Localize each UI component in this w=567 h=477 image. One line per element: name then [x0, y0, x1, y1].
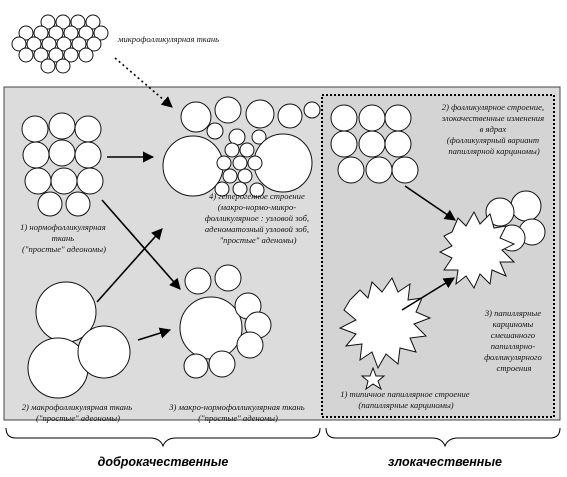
heterogeneous-cluster: [162, 96, 321, 198]
micro-follicle: [48, 47, 64, 63]
micro-follicle: [33, 25, 49, 41]
hetero-follicle: [232, 181, 248, 197]
normo-follicle: [50, 167, 78, 195]
normo-follicle: [48, 139, 76, 167]
heterogeneous-label: 4) гетерогенное строение (макро-нормо-ми…: [205, 191, 311, 245]
micro-follicle: [26, 36, 42, 52]
hetero-follicle: [249, 182, 265, 198]
mixed-follicle: [510, 190, 542, 222]
micro-follicle: [48, 25, 64, 41]
papillary-star: [360, 366, 386, 391]
malignant-follicle: [365, 156, 393, 184]
micro-follicle: [63, 25, 79, 41]
macronormo-follicle: [236, 331, 264, 359]
hetero-follicle: [232, 155, 248, 171]
macronormo-follicle: [214, 264, 242, 292]
normo-follicle: [48, 112, 76, 140]
hetero-follicle: [214, 96, 242, 124]
micro-follicle: [40, 14, 56, 30]
macro-normofollicular-cluster: [179, 264, 272, 379]
normo-follicle: [24, 167, 52, 195]
macro-follicle: [77, 325, 131, 379]
normo-follicle: [74, 141, 102, 169]
normofollicular-cluster: [21, 112, 104, 217]
hetero-follicle: [253, 133, 313, 193]
arrow-follicular-to-papillary: [404, 185, 456, 221]
macronormo-follicle: [184, 267, 212, 295]
normo-follicle: [22, 141, 50, 169]
malignant-follicle: [330, 104, 358, 132]
hetero-follicle: [214, 181, 230, 197]
benign-brace: [5, 427, 321, 448]
hetero-follicle: [303, 101, 321, 119]
micro-follicle: [33, 47, 49, 63]
hetero-follicle: [237, 168, 253, 184]
microfollicular-cluster: [11, 14, 109, 74]
papillary-structure-typical: [338, 276, 432, 370]
malignant-follicle: [337, 156, 365, 184]
follicular-malignant-label: 2) фолликулярное строение, злокачественн…: [441, 102, 546, 156]
hetero-follicle: [239, 142, 255, 158]
mixed-follicle: [485, 197, 515, 227]
micro-follicle: [63, 47, 79, 63]
micro-follicle: [41, 36, 57, 52]
macronormo-follicle: [179, 296, 243, 360]
normo-follicle: [76, 167, 104, 195]
normo-follicle: [65, 191, 91, 217]
arrow-macro-to-hetero: [96, 228, 163, 303]
micro-follicle: [18, 47, 34, 63]
micro-follicle: [11, 36, 27, 52]
micro-follicle: [55, 14, 71, 30]
papillary-typical-label: 1) типичное папиллярное строение (папилл…: [340, 389, 471, 410]
papillary-mixed-label: 3) папиллярные карциномы смешанного папи…: [484, 308, 544, 373]
hetero-follicle: [224, 142, 240, 158]
hetero-follicle: [245, 99, 275, 129]
arrow-normo-to-macronormo: [101, 199, 181, 290]
micro-follicle: [85, 14, 101, 30]
macrofollicular-cluster: [27, 281, 131, 399]
micro-follicle: [78, 47, 94, 63]
malignant-follicle: [358, 104, 386, 132]
hetero-follicle: [216, 155, 232, 171]
normo-follicle: [37, 191, 63, 217]
macro-normofollicular-label: 3) макро-нормофолликулярная ткань ("прос…: [168, 402, 307, 423]
micro-follicle: [86, 36, 102, 52]
macronormo-follicle: [183, 353, 209, 379]
hetero-follicle: [247, 155, 263, 171]
hetero-follicle: [222, 168, 238, 184]
malignant-brace: [325, 427, 561, 448]
hetero-follicle: [180, 101, 212, 133]
hetero-follicle: [162, 135, 224, 197]
micro-follicle: [71, 36, 87, 52]
macrofollicular-label: 2) макрофолликулярная ткань ("простые" а…: [22, 402, 135, 423]
micro-follicle: [70, 14, 86, 30]
normo-follicle: [21, 115, 49, 143]
micro-follicle: [56, 36, 72, 52]
malignant-follicle: [330, 130, 358, 158]
malignant-follicle: [384, 130, 412, 158]
micro-follicle: [18, 25, 34, 41]
micro-follicle: [40, 58, 56, 74]
arrow-macro-to-macronormo: [137, 327, 172, 341]
arrow-typical-to-mixed: [401, 277, 455, 311]
follicular-malignant-cluster: [330, 104, 419, 184]
malignant-follicle: [391, 156, 419, 184]
macronormo-follicle: [208, 350, 236, 378]
malignant-follicle: [358, 130, 386, 158]
micro-follicle: [93, 25, 109, 41]
malignant-category-label: злокачественные: [388, 455, 502, 469]
hetero-follicle: [277, 103, 303, 129]
micro-follicle: [78, 25, 94, 41]
normo-follicle: [74, 115, 102, 143]
benign-category-label: доброкачественные: [98, 455, 229, 469]
malignant-follicle: [384, 104, 412, 132]
normofollicular-label: 1) нормофолликулярная ткань ("простые" а…: [20, 222, 108, 254]
hetero-follicle: [251, 129, 267, 145]
micro-follicle: [55, 58, 71, 74]
papillary-structure-right: [438, 210, 516, 290]
hetero-follicle: [206, 122, 224, 140]
microfollicular-label: микрофолликулярная ткань: [117, 34, 219, 44]
